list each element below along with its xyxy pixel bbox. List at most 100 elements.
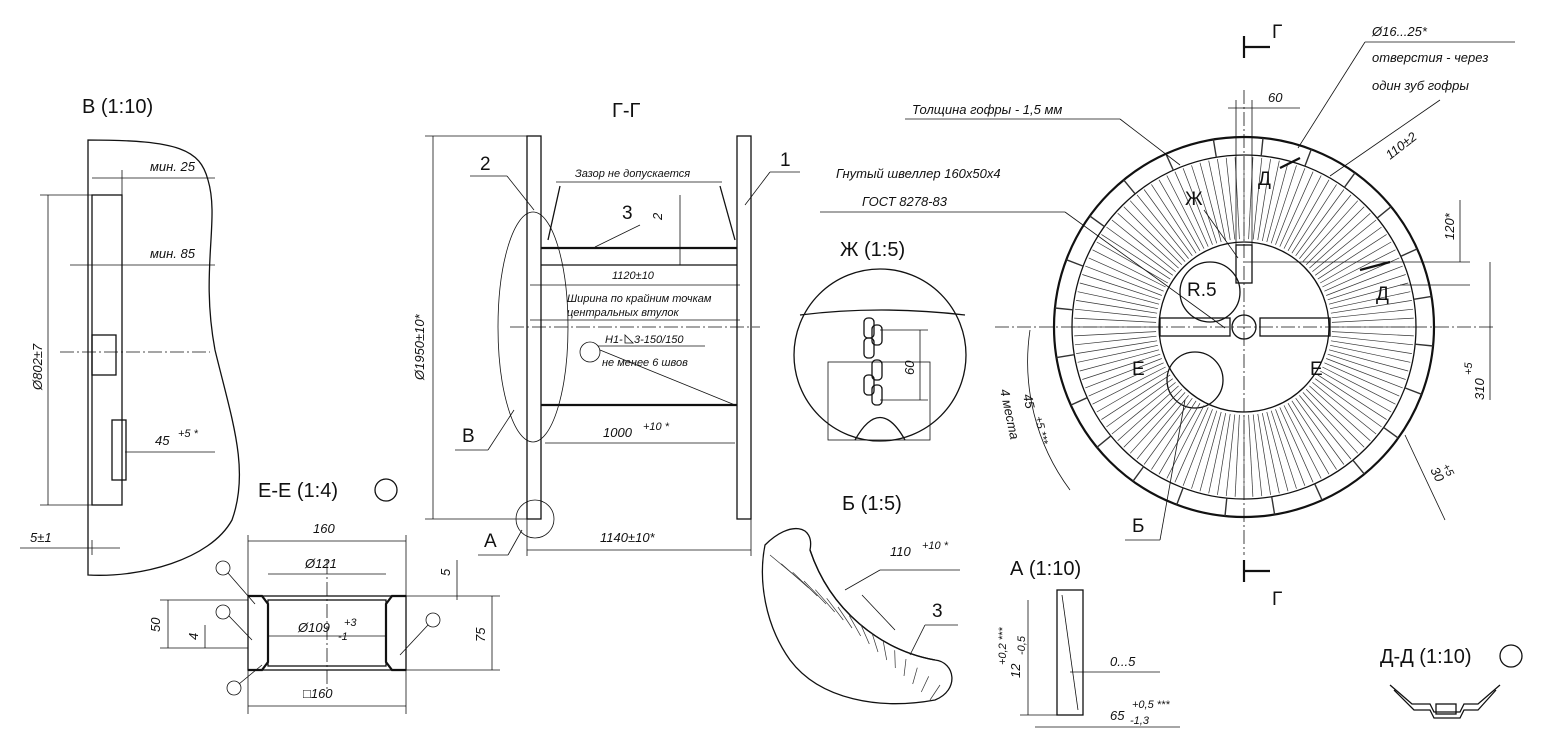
corrugation-line [1111, 382, 1176, 435]
dim-angle45: 45 [1020, 393, 1038, 411]
corrugation-line [1295, 189, 1345, 257]
corrugation-line [1327, 274, 1406, 301]
drum-inner-ring [1071, 154, 1417, 500]
sec-e-right: Е [1310, 359, 1323, 380]
rim-tick [1054, 307, 1073, 311]
corrugation-line [1330, 344, 1411, 363]
corrugation-line [1077, 344, 1158, 363]
corrugation-line [1217, 159, 1231, 241]
view-dd-title: Д-Д (1:10) [1380, 646, 1472, 668]
rim-tick [1352, 459, 1365, 475]
main-radius: R.5 [1187, 280, 1217, 301]
sec-g-bot: Г [1272, 589, 1282, 610]
section-hatch-line [860, 624, 870, 645]
a-dim12-tol: +0,2 *** [997, 627, 1009, 665]
gg-len1000-tol: +10 * [643, 421, 670, 433]
drum-hole-small [1179, 261, 1241, 323]
gg-len1120: 1120±10 [612, 270, 655, 282]
gg-callout-b: В [462, 426, 475, 447]
note-holes2: отверстия - через [1372, 50, 1488, 65]
view-v-angle45-tol: +5 * [178, 428, 199, 440]
corrugation-line [1328, 282, 1409, 305]
view-ee-title: Е-Е (1:4) [258, 480, 338, 502]
ee-h5: 5 [438, 568, 453, 576]
rim-tick [1314, 483, 1323, 501]
note-holes3: один зуб гофры [1372, 78, 1469, 93]
corrugation-line [1302, 392, 1359, 454]
rim-tick [1404, 387, 1422, 395]
rim-tick [1415, 343, 1434, 347]
view-v-tab [111, 419, 127, 481]
corrugation-line [1217, 413, 1231, 495]
section-hatch-line [781, 563, 809, 589]
rim-tick [1271, 496, 1276, 515]
rim-tick [1343, 172, 1356, 188]
dim-310-tol: +5 [1463, 362, 1475, 375]
note-channel1: Гнутый швеллер 160х50х4 [836, 166, 1001, 181]
corrugation-line [1312, 219, 1377, 272]
rim-tick [1212, 139, 1217, 158]
corrugation-line [1082, 274, 1161, 301]
view-b-title: Б (1:5) [842, 493, 902, 515]
section-hatch-line [912, 667, 918, 685]
corrugation-line [1287, 179, 1330, 251]
drum-hole-large [1166, 351, 1224, 409]
corrugation-line [1143, 189, 1193, 257]
view-v-gap: 5±1 [30, 530, 52, 545]
corrugation-line [1191, 410, 1218, 489]
gg-callout3: 3 [622, 203, 633, 224]
gg-right-flange [736, 135, 752, 520]
b-outline [761, 528, 953, 705]
rim-tick [1132, 466, 1145, 482]
gg-ellipse-b [497, 211, 569, 443]
corrugation-line [1331, 331, 1414, 337]
corrugation-line [1314, 378, 1382, 428]
a-dim65-tol: +0,5 *** [1132, 699, 1170, 711]
corrugation-line [1079, 282, 1160, 305]
section-hatch-line [871, 632, 879, 653]
drum-axle [1231, 314, 1257, 340]
corrugation-line [1327, 353, 1406, 380]
corrugation-line [1088, 362, 1164, 397]
ee-dia121: Ø121 [304, 556, 337, 571]
view-b: Б (1:5) 110 +10 * 3 [761, 493, 960, 705]
corrugation-line [1092, 249, 1166, 288]
corrugation-line [1077, 291, 1158, 310]
corrugation-line [1305, 388, 1365, 448]
corrugation-line [1117, 385, 1179, 442]
corrugation-line [1092, 366, 1166, 405]
view-v-angle45: 45 [155, 433, 170, 448]
corrugation-line [1085, 265, 1162, 296]
view-main: Г Г Ж Д Д Е Е R.5 Б Толщина гофры - 1,5 … [820, 22, 1515, 610]
corrugation-line [1331, 317, 1414, 323]
rim-tick [1165, 153, 1174, 171]
note-holes1: Ø16...25* [1371, 24, 1428, 39]
corrugation-line [1123, 388, 1183, 448]
corrugation-line [1182, 168, 1213, 245]
a-dim65-sub: -1,3 [1130, 715, 1150, 727]
corrugation-line [1261, 160, 1280, 241]
ee-dia109: Ø109 [297, 620, 330, 635]
corrugation-line [1088, 257, 1164, 292]
corrugation-line [1136, 395, 1189, 460]
corrugation-line [1248, 414, 1254, 497]
view-zh-title: Ж (1:5) [840, 239, 905, 261]
view-v-min85: мин. 85 [150, 246, 196, 261]
corrugation-line [1252, 157, 1263, 240]
rim-tick [1056, 354, 1075, 359]
corrugation-line [1234, 414, 1240, 497]
view-v-flange [91, 194, 123, 506]
gg-len1000: 1000 [603, 425, 633, 440]
section-hatch-line [815, 589, 835, 613]
corrugation-line [1283, 405, 1322, 479]
corrugation-line [1314, 226, 1382, 276]
rim-tick [1413, 295, 1432, 300]
corrugation-line [1326, 265, 1403, 296]
gg-left-flange [526, 135, 542, 520]
rim-tick [1304, 149, 1312, 167]
view-v: В (1:10) мин. 25 мин. 85 Ø802±7 45 +5 * … [20, 96, 241, 576]
corrugation-line [1076, 300, 1158, 314]
corrugation-line [1270, 410, 1297, 489]
rim-tick [1224, 498, 1228, 517]
